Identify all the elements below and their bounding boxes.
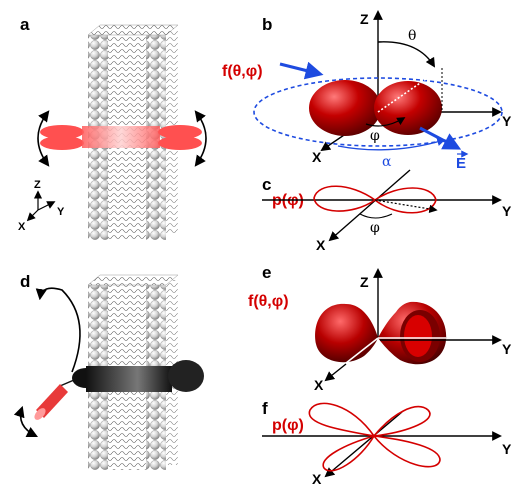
field-vector-back [279, 61, 324, 80]
phi-label-c: φ [370, 220, 380, 236]
panel-b-letter: b [262, 15, 272, 34]
alpha-arc [337, 137, 446, 151]
phi-arc-c [359, 213, 393, 219]
field-rotation-ellipse [253, 77, 503, 147]
dipole-direction-b [377, 67, 443, 113]
panel-e-letter: e [262, 263, 271, 282]
panel-f: f p(φ) Y X [262, 399, 512, 486]
axis-y-label-c: Y [502, 203, 512, 219]
panel-a-letter: a [20, 15, 30, 34]
axis-z-label-a: Z [34, 179, 41, 191]
axis-y-label-b: Y [502, 113, 512, 129]
axis-x-label-e: X [314, 377, 324, 393]
axis-y-label-f: Y [502, 441, 512, 457]
panel-d: d [13, 272, 204, 470]
function-label-f: p(φ) [272, 417, 304, 434]
panel-f-letter: f [262, 399, 268, 418]
axis-y-label-a: Y [57, 206, 65, 218]
panel-a: a Z Y X [18, 15, 207, 240]
rotation-arrow-left [37, 110, 50, 167]
probe-a [40, 125, 202, 150]
rotation-arrow-right [194, 110, 207, 167]
panel-c-letter: c [262, 175, 271, 194]
panel-e: e f(θ,φ) Z Y X [248, 263, 512, 393]
lobe-inner-e [404, 315, 432, 357]
panel-c: c p(φ) Y X φ [262, 169, 512, 253]
polar-curve-f [308, 402, 441, 472]
axis-x-e [324, 363, 347, 382]
axis-x-f [324, 411, 403, 478]
axis-y-label-e: Y [502, 341, 512, 357]
membrane-stack-d [87, 274, 179, 470]
theta-arc [377, 41, 436, 68]
theta-label: θ [408, 28, 416, 44]
panel-b: b f(θ,φ) Z Y X θ φ E α [222, 10, 512, 172]
axis-x-inside-e [331, 337, 379, 375]
axis-x-label-c: X [316, 237, 326, 253]
axis-x-c [328, 169, 411, 242]
phi-arc-b [365, 117, 406, 127]
emission-lobe-right-b [374, 81, 442, 135]
axis-x-label-b: X [312, 149, 322, 165]
emission-lobe-left-b [309, 80, 381, 136]
phi-label-b: φ [370, 128, 380, 144]
rotation-arrow-top-d [35, 287, 81, 373]
field-label-E: E [456, 155, 466, 172]
axis-x-label-a: X [18, 221, 26, 233]
panel-d-letter: d [20, 272, 30, 291]
emission-lobe-left-e [315, 303, 378, 363]
polarization-direction-c [374, 199, 438, 214]
function-label-e: f(θ,φ) [248, 293, 289, 310]
axis-z-label-b: Z [360, 11, 369, 27]
alpha-label: α [382, 154, 392, 170]
function-label-b: f(θ,φ) [222, 63, 263, 80]
probe-d [34, 360, 204, 420]
axis-z-label-e: Z [360, 274, 369, 290]
rotation-arrow-bottom-d [13, 405, 39, 438]
axis-x-label-f: X [312, 471, 322, 486]
axes-triad-a: Z Y X [18, 179, 65, 233]
